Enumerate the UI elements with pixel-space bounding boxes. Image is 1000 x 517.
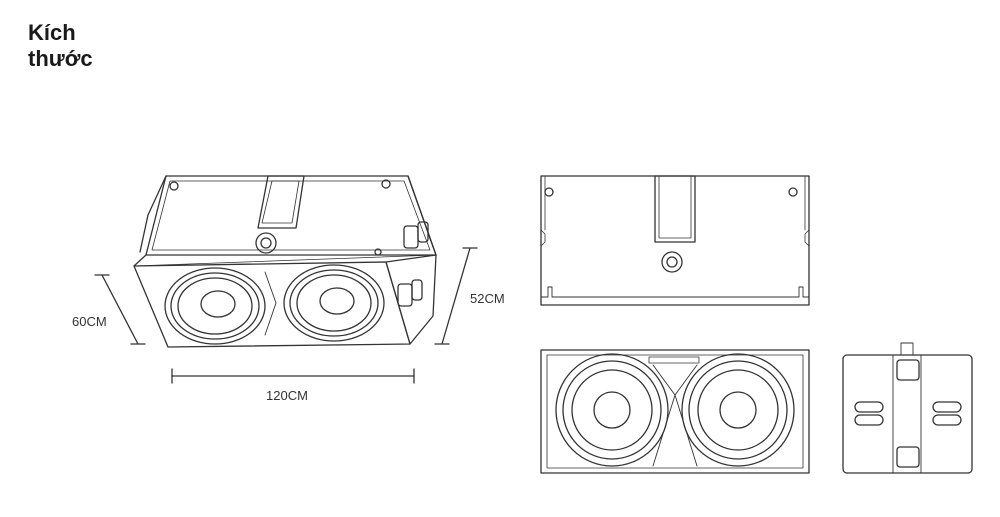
- top-view-hole: [544, 187, 554, 197]
- top-view-handle: [654, 175, 696, 243]
- top-view-hole: [788, 187, 798, 197]
- iso-woofer-left: [164, 267, 266, 345]
- dimension-line-depth: [94, 274, 146, 345]
- iso-top-hole: [169, 181, 179, 191]
- iso-side-handle: [411, 279, 423, 301]
- iso-pole-cup: [255, 232, 277, 254]
- isometric-speaker-view: [133, 175, 437, 348]
- iso-woofer-right: [283, 264, 385, 342]
- side-view-handle: [854, 414, 884, 426]
- side-view-handle: [932, 414, 962, 426]
- front-woofer-right: [681, 353, 795, 467]
- iso-side-handle: [417, 221, 429, 243]
- front-view: [540, 349, 810, 474]
- iso-top-inner: [151, 180, 431, 251]
- depth-label: 60CM: [72, 314, 107, 329]
- page-title: Kích thước: [28, 20, 208, 72]
- top-view-outline: [540, 175, 810, 306]
- iso-side-handle: [397, 283, 413, 307]
- front-view-outline: [540, 349, 810, 474]
- side-view-handle: [896, 446, 920, 468]
- side-view-outline: [842, 354, 973, 474]
- iso-side-handle: [403, 225, 419, 249]
- iso-top-handle: [257, 175, 305, 229]
- width-label: 120CM: [266, 388, 308, 403]
- dimension-line-width: [171, 368, 415, 384]
- side-view: [842, 342, 973, 474]
- dimension-line-height: [434, 247, 478, 345]
- title-line-1: Kích: [28, 20, 76, 45]
- height-label: 52CM: [470, 291, 505, 306]
- front-woofer-left: [555, 353, 669, 467]
- side-view-handle: [896, 359, 920, 381]
- top-view-pole-cup: [661, 251, 683, 273]
- title-line-2: thước: [28, 46, 93, 71]
- side-view-handle: [932, 401, 962, 413]
- iso-top-hole: [381, 179, 391, 189]
- top-view: [540, 175, 810, 306]
- side-view-handle: [854, 401, 884, 413]
- iso-top-hole: [374, 248, 382, 256]
- iso-top-face: [145, 175, 437, 256]
- iso-front-face: [133, 261, 411, 348]
- iso-right-face: [385, 254, 437, 345]
